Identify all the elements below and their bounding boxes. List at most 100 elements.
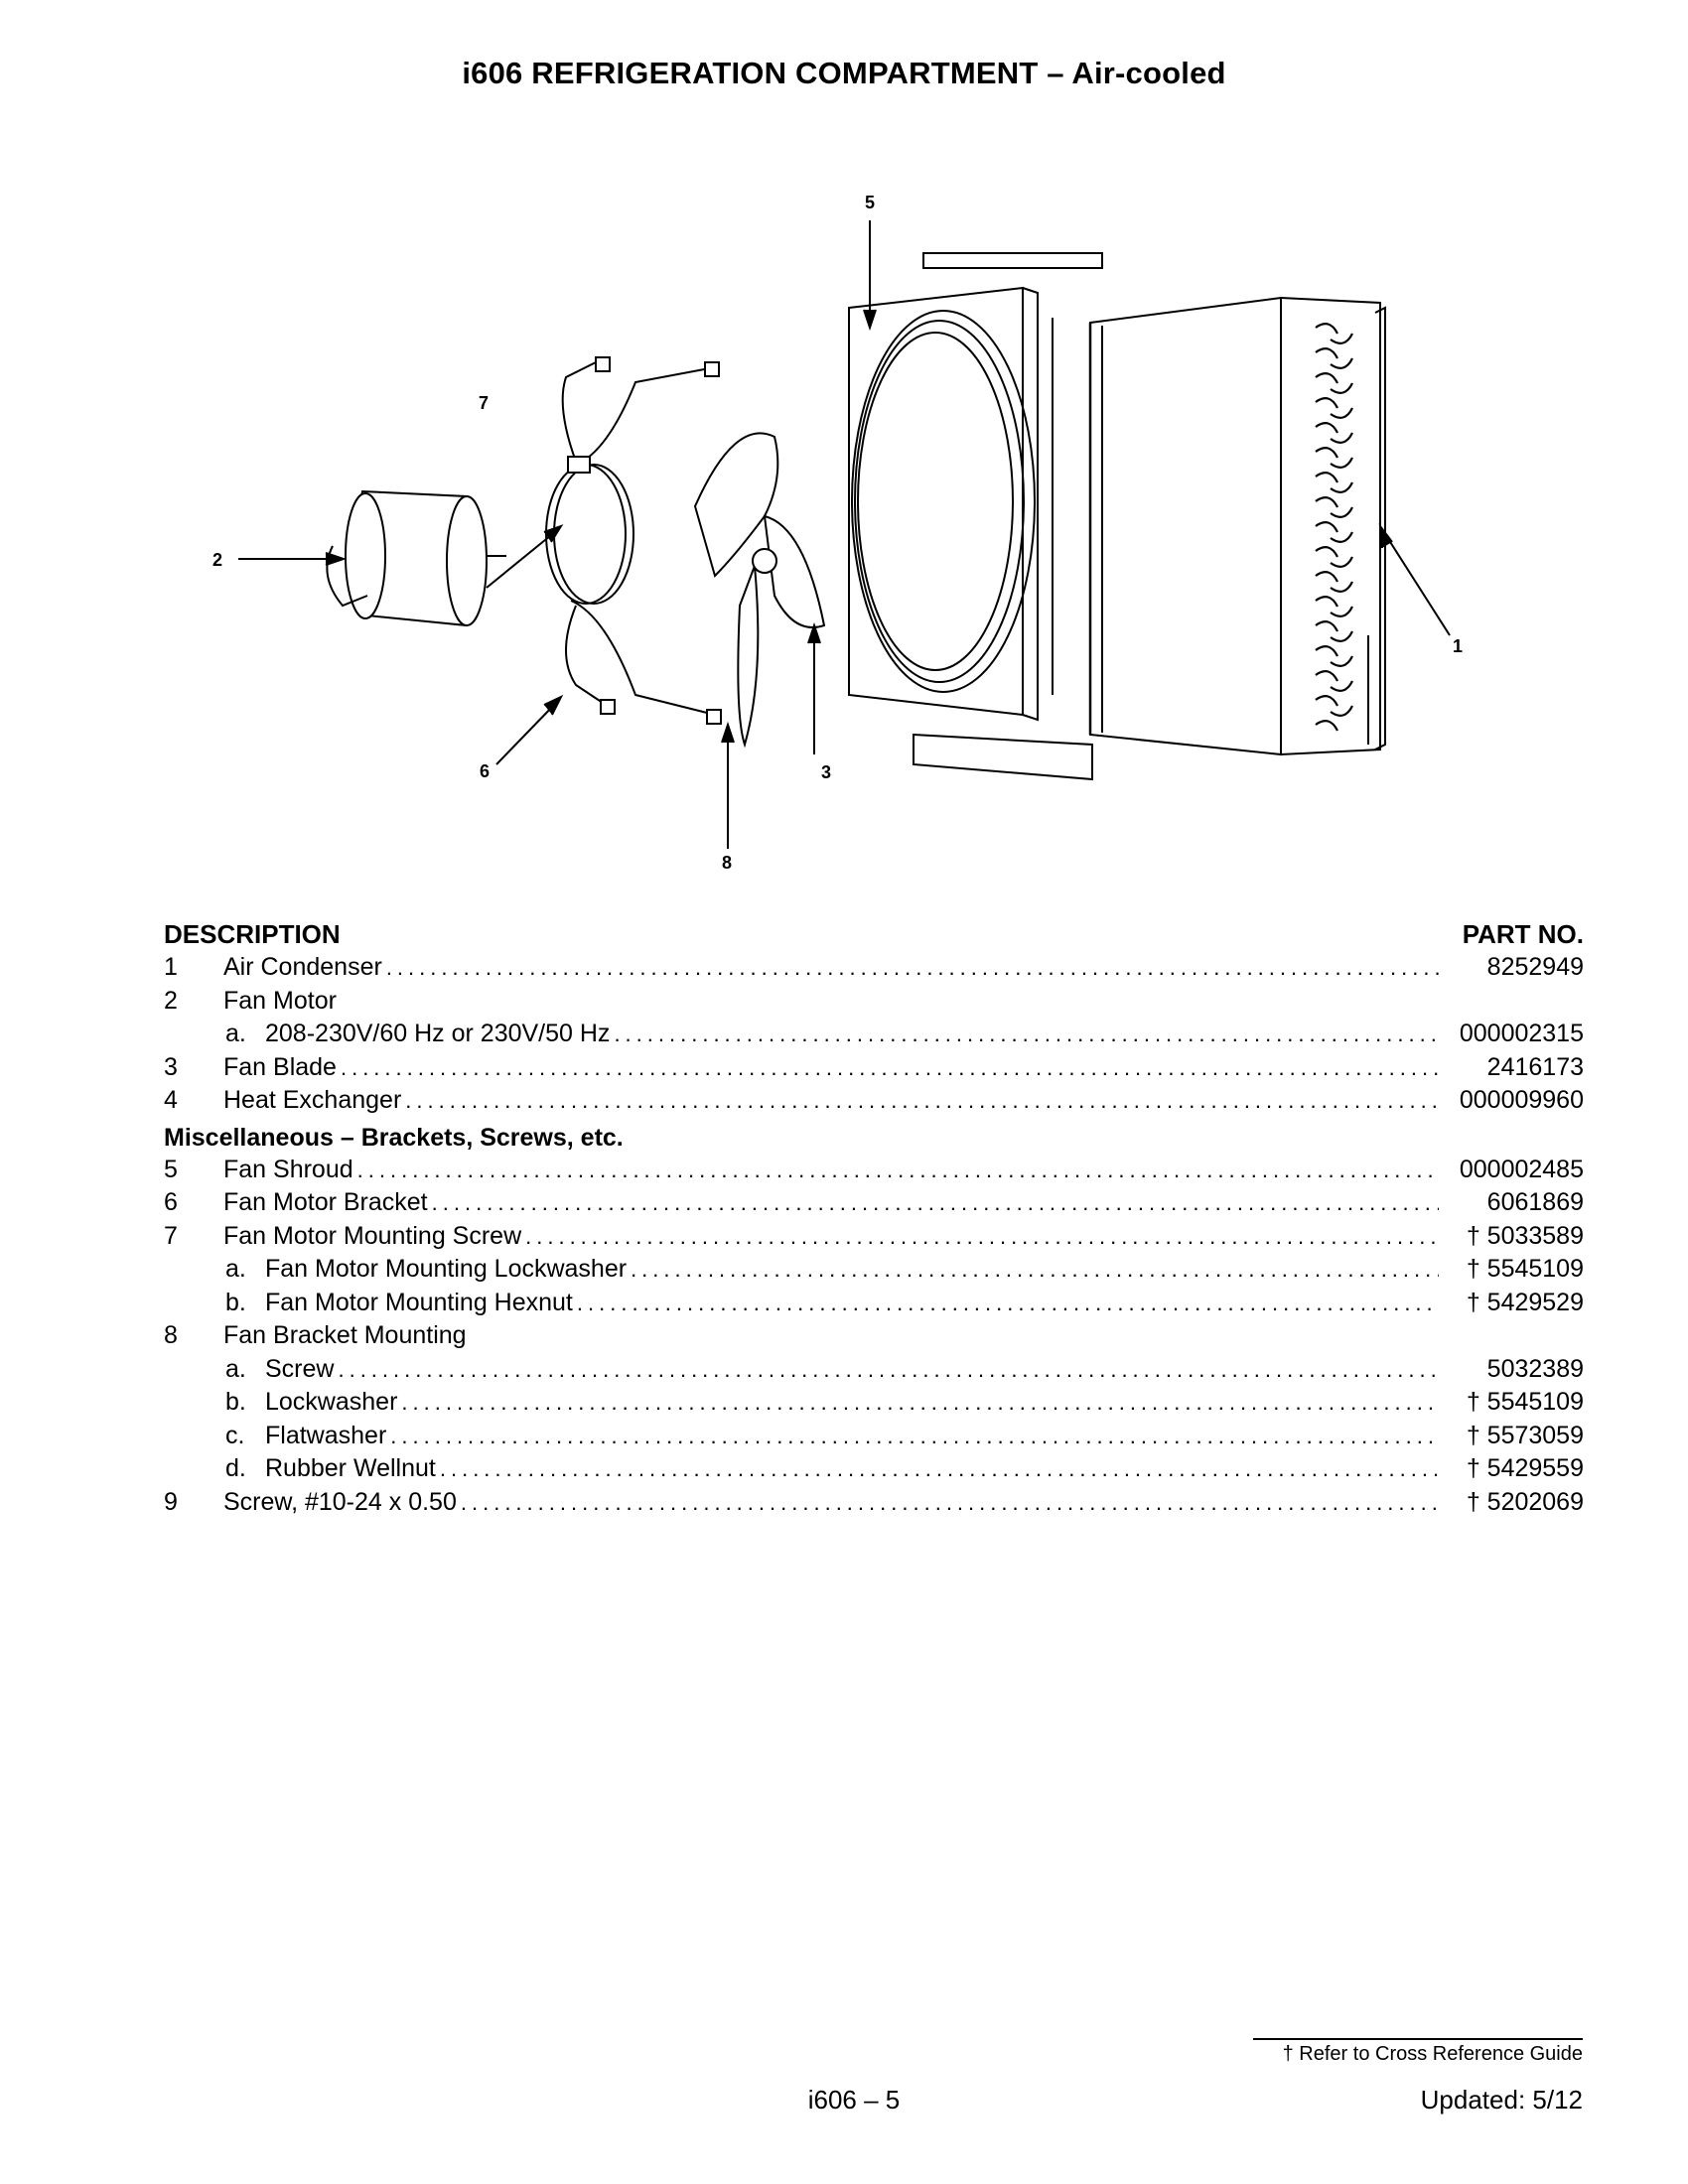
part-number: † 5545109 (1466, 1255, 1584, 1283)
item-line: Heat Exchanger..........................… (223, 1084, 1584, 1118)
callout-7: 7 (479, 393, 489, 413)
item-line: d. Rubber Wellnut........................… (225, 1452, 1584, 1486)
part-number: 6061869 (1486, 1188, 1584, 1216)
dot-leader: ........................................… (460, 1489, 1439, 1515)
item-line: Fan Motor Bracket.......................… (223, 1186, 1584, 1220)
description-header: DESCRIPTION (164, 919, 341, 949)
table-row: a. 208-230V/60 Hz or 230V/50 Hz..........… (164, 1018, 1584, 1051)
callout-1: 1 (1453, 636, 1463, 656)
footnote-rule (1253, 2038, 1583, 2040)
item-line: a. 208-230V/60 Hz or 230V/50 Hz..........… (225, 1018, 1584, 1051)
item-number: 1 (164, 953, 178, 981)
item-line: c. Flatwasher............................… (225, 1419, 1584, 1452)
item-description: 208-230V/60 Hz or 230V/50 Hz (265, 1018, 615, 1051)
item-line: a.Screw.................................… (225, 1352, 1584, 1386)
callout-6: 6 (480, 761, 490, 781)
item-line: Fan Motor Mounting Screw................… (223, 1219, 1584, 1253)
item-line: Fan Motor (223, 984, 1584, 1018)
part-number: 000002485 (1459, 1155, 1584, 1183)
item-description: Fan Motor Mounting Screw (223, 1219, 526, 1253)
item-description: Rubber Wellnut (265, 1452, 440, 1486)
item-line: b. Lockwasher............................… (225, 1386, 1584, 1420)
callout-2: 2 (212, 550, 222, 570)
item-number: 2 (164, 986, 178, 1015)
part-number: 5032389 (1486, 1354, 1584, 1383)
part-number-header: PART NO. (1462, 919, 1584, 949)
dot-leader: ........................................… (390, 1423, 1439, 1448)
table-row: 6 Fan Motor Bracket......................… (164, 1186, 1584, 1220)
callout-arrows (238, 220, 1451, 849)
table-row: a.Screw.................................… (164, 1352, 1584, 1386)
page-title: i606 REFRIGERATION COMPARTMENT – Air-coo… (462, 56, 1226, 90)
item-description: Fan Motor Mounting Hexnut (265, 1286, 577, 1319)
dot-leader: ........................................… (431, 1190, 1439, 1215)
item-description: Fan Motor Mounting Lockwasher (265, 1253, 632, 1287)
dot-leader: ........................................… (401, 1390, 1439, 1415)
table-row: b. Lockwasher............................… (164, 1386, 1584, 1420)
table-row: 7 Fan Motor Mounting Screw...............… (164, 1219, 1584, 1253)
exploded-parts-diagram: 5 1 2 3 7 6 8 (212, 193, 1463, 873)
dot-leader: ........................................… (439, 1456, 1439, 1481)
dot-leader: ........................................… (340, 1054, 1439, 1080)
item-line: Screw, #10-24 x 0.50....................… (223, 1485, 1584, 1519)
fan-shroud-drawing (848, 252, 1103, 781)
dot-leader: ........................................… (385, 955, 1439, 980)
part-number: † 5545109 (1466, 1388, 1584, 1416)
item-description: Lockwasher (265, 1386, 402, 1420)
item-description: Screw (265, 1352, 339, 1386)
fan-motor-bracket-drawing (545, 356, 722, 725)
table-row: 4 Heat Exchanger.........................… (164, 1084, 1584, 1118)
dot-leader: ........................................… (631, 1257, 1439, 1282)
item-line: a. Fan Motor Mounting Lockwasher.........… (225, 1253, 1584, 1287)
item-description: Screw, #10-24 x 0.50 (223, 1485, 461, 1519)
sub-item-letter: d. (225, 1454, 246, 1482)
sub-item-letter: b. (225, 1288, 246, 1316)
item-description: Heat Exchanger (223, 1084, 406, 1118)
part-number: 000009960 (1459, 1086, 1584, 1114)
table-row: c. Flatwasher............................… (164, 1419, 1584, 1452)
item-number: 6 (164, 1188, 178, 1216)
item-description: Air Condenser (223, 951, 386, 985)
item-line: Air Condenser...........................… (223, 951, 1584, 985)
air-condenser-drawing (1088, 296, 1386, 756)
sub-item-letter: a. (225, 1354, 246, 1383)
fan-blade-drawing (693, 432, 826, 749)
table-row: 8 Fan Bracket Mounting (164, 1319, 1584, 1353)
section-heading: Miscellaneous – Brackets, Screws, etc. (164, 1123, 624, 1152)
table-row: a. Fan Motor Mounting Lockwasher.........… (164, 1253, 1584, 1287)
part-number: 8252949 (1486, 953, 1584, 981)
fan-motor-drawing (326, 489, 506, 627)
dot-leader: ........................................… (356, 1157, 1439, 1182)
item-number: 8 (164, 1321, 178, 1349)
table-row: 1 Air Condenser..........................… (164, 951, 1584, 985)
item-number: 5 (164, 1155, 178, 1183)
item-number: 7 (164, 1221, 178, 1250)
part-number: † 5429559 (1466, 1454, 1584, 1482)
item-line: b. Fan Motor Mounting Hexnut.............… (225, 1286, 1584, 1319)
item-description: Flatwasher (265, 1419, 391, 1452)
parts-list-header: DESCRIPTION PART NO. (164, 919, 1584, 951)
dot-leader: ........................................… (525, 1223, 1439, 1249)
sub-item-letter: b. (225, 1388, 246, 1416)
page-number: i606 – 5 (807, 2085, 901, 2115)
item-number: 3 (164, 1052, 178, 1081)
callout-3: 3 (821, 762, 831, 782)
updated-date: Updated: 5/12 (1420, 2085, 1583, 2115)
parts-rows-main: 1 Air Condenser..........................… (164, 951, 1584, 1118)
sub-item-letter: c. (225, 1421, 245, 1449)
dot-leader: ........................................… (576, 1290, 1439, 1315)
table-row: b. Fan Motor Mounting Hexnut.............… (164, 1286, 1584, 1319)
part-number: † 5429529 (1466, 1288, 1584, 1316)
item-number: 4 (164, 1086, 178, 1114)
part-number: 000002315 (1459, 1020, 1584, 1047)
dot-leader: ........................................… (614, 1022, 1439, 1046)
part-number: † 5202069 (1466, 1487, 1584, 1516)
sub-item-letter: a. (225, 1020, 246, 1047)
part-number: 2416173 (1486, 1052, 1584, 1081)
callout-8: 8 (722, 853, 732, 873)
item-line: Fan Bracket Mounting (223, 1319, 1584, 1353)
sub-item-letter: a. (225, 1255, 246, 1283)
